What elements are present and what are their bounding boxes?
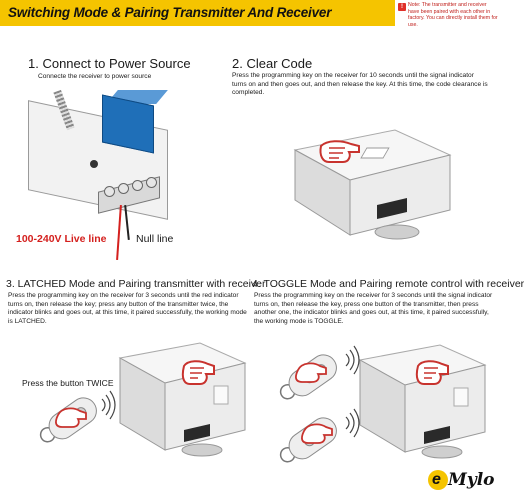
section1-desc: Connecte the receiver to power source [38, 73, 152, 80]
live-line-label: 100-240V Live line [16, 233, 107, 245]
section3-desc: Press the programming key on the receive… [8, 292, 247, 325]
press-twice-label: Press the button TWICE [22, 378, 114, 388]
receiver-box-illustration [293, 129, 452, 240]
factory-note: ! Note: The transmitter and receiver hav… [398, 2, 498, 32]
section2-desc: Press the programming key on the receive… [232, 72, 488, 97]
header: Switching Mode & Pairing Transmitter And… [0, 0, 500, 28]
section4-title: 4. TOGGLE Mode and Pairing remote contro… [252, 278, 524, 290]
programming-key [90, 160, 98, 168]
header-banner: Switching Mode & Pairing Transmitter And… [0, 0, 395, 26]
remote-transmitter-latched [39, 390, 116, 443]
remote-transmitter-toggle-1 [279, 345, 360, 400]
logo-mark-letter: e [432, 471, 441, 488]
terminal-screw [146, 177, 157, 188]
receiver-unit-clear [285, 120, 455, 240]
live-wire [116, 204, 122, 261]
emylo-logo: e Mylo [428, 468, 498, 494]
remote-transmitter-toggle-2 [279, 408, 360, 463]
receiver-unit-latched [110, 338, 250, 458]
page-title: Switching Mode & Pairing Transmitter And… [8, 5, 332, 20]
section3-title: 3. LATCHED Mode and Pairing transmitter … [6, 278, 266, 290]
terminal-screw [132, 180, 143, 191]
logo-wordmark: Mylo [448, 470, 495, 490]
pressing-hand-icon [415, 360, 449, 385]
receiver-box-illustration [118, 342, 247, 457]
null-line-label: Null line [136, 233, 174, 245]
pressing-hand-icon [319, 140, 360, 163]
receiver-unit-toggle [350, 340, 490, 460]
note-text: Note: The transmitter and receiver have … [408, 2, 498, 28]
terminal-screw [104, 186, 115, 197]
logo-mark: e [428, 470, 448, 490]
warning-icon: ! [398, 3, 406, 11]
section2-title: 2. Clear Code [232, 56, 313, 71]
receiver-box-illustration [358, 344, 487, 459]
pressing-hand-icon [181, 360, 215, 385]
section4-desc: Press the programming key on the receive… [254, 292, 493, 325]
section1-title: 1. Connect to Power Source [28, 56, 191, 71]
terminal-screw [118, 183, 129, 194]
